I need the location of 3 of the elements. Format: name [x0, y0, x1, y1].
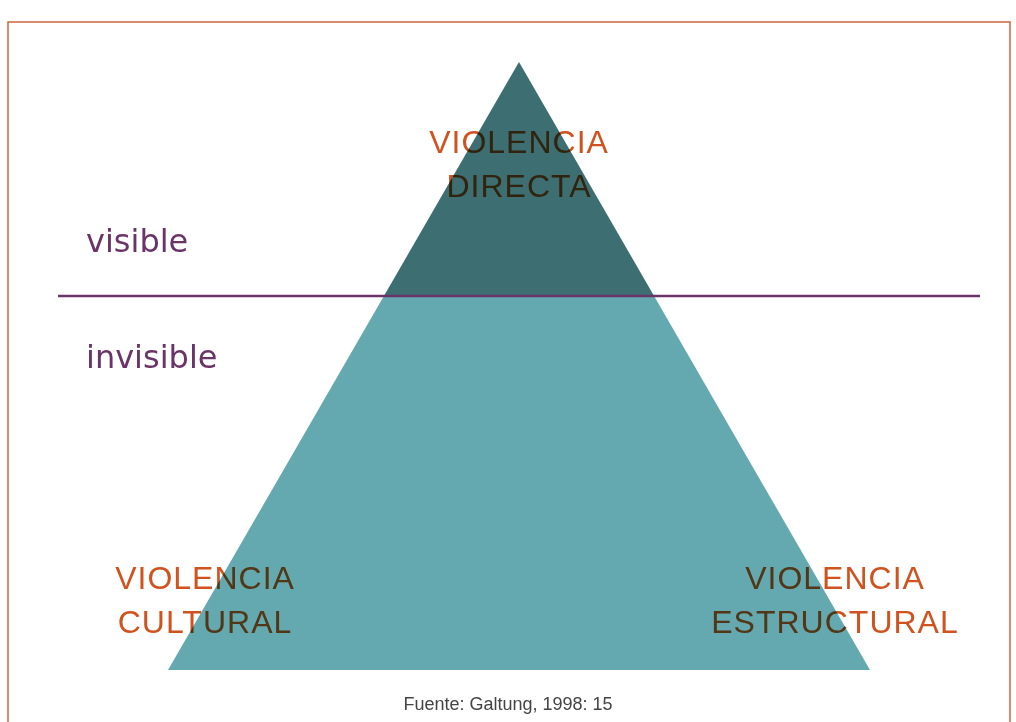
- source-note: Fuente: Galtung, 1998: 15: [403, 694, 613, 715]
- level-label: visible: [86, 222, 189, 260]
- level-label: invisible: [86, 338, 218, 376]
